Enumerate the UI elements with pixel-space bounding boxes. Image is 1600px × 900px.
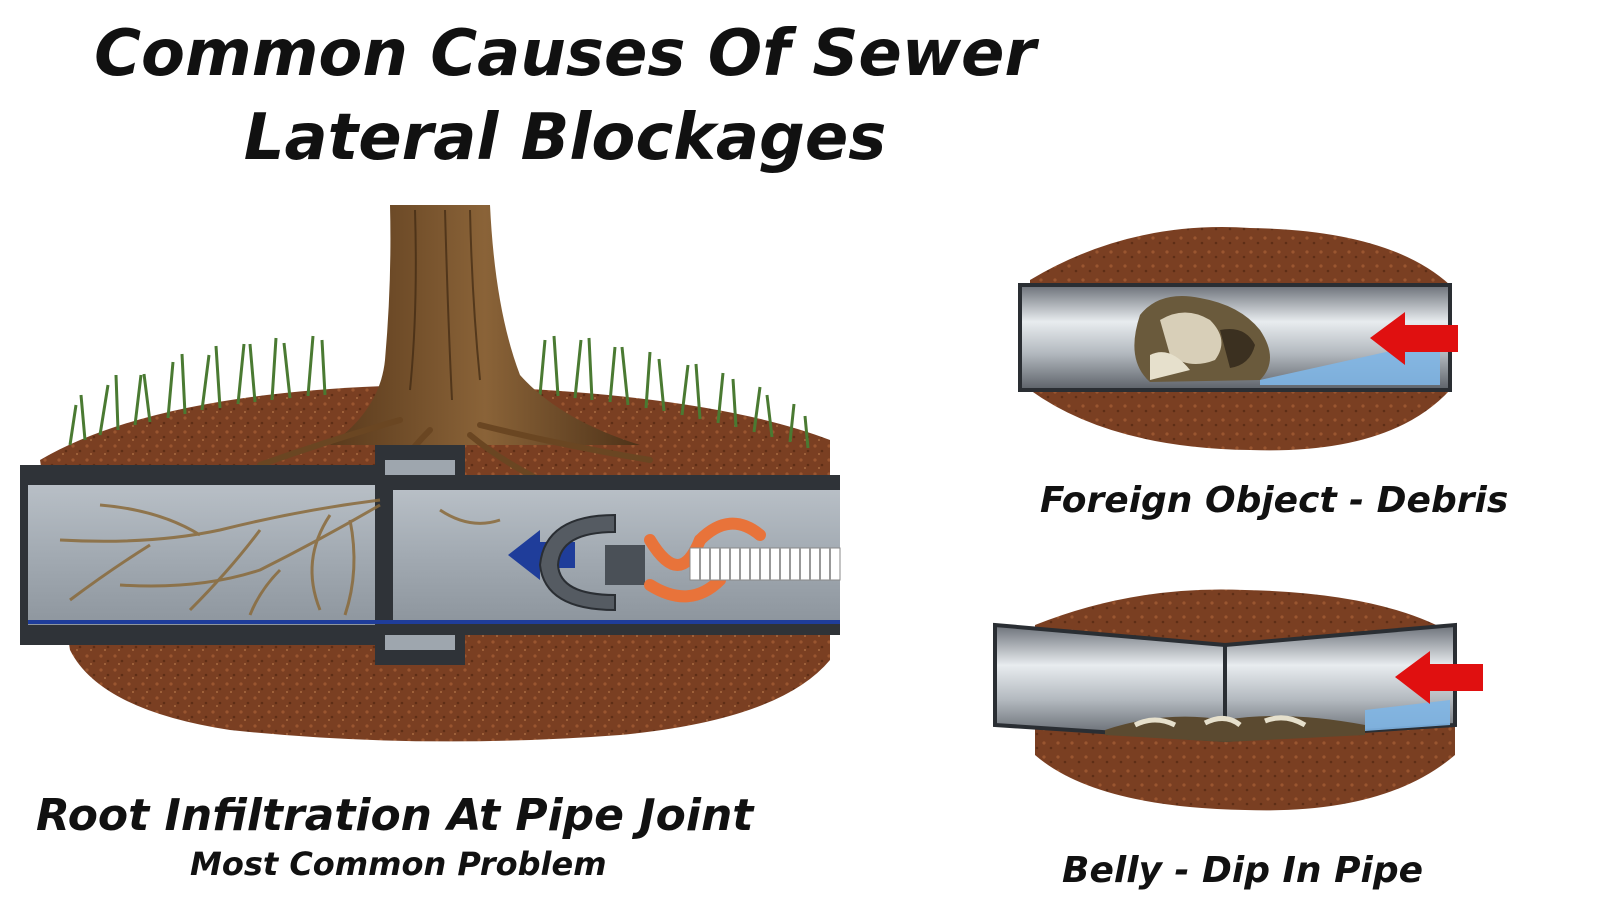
debris-illustration <box>1018 227 1458 451</box>
title-line-1: Common Causes Of Sewer <box>94 17 1036 91</box>
belly-caption: Belly - Dip In Pipe <box>1062 850 1424 891</box>
page-title: Common Causes Of Sewer Lateral Blockages <box>0 12 1130 180</box>
belly-illustration <box>993 589 1483 811</box>
title-line-2: Lateral Blockages <box>243 101 887 175</box>
tree-icon <box>330 205 640 445</box>
debris-caption: Foreign Object - Debris <box>1040 480 1509 521</box>
flow-arrow-icon <box>1370 312 1458 365</box>
grass-icon <box>68 335 810 449</box>
flow-arrow-icon <box>1395 651 1483 704</box>
auger-cutter-icon <box>538 513 841 612</box>
root-caption: Root Infiltration At Pipe Joint <box>36 790 754 841</box>
root-infiltration-illustration <box>20 205 841 742</box>
debris-icon <box>1105 715 1365 742</box>
root-subcaption: Most Common Problem <box>190 845 607 883</box>
debris-icon <box>1134 296 1270 382</box>
